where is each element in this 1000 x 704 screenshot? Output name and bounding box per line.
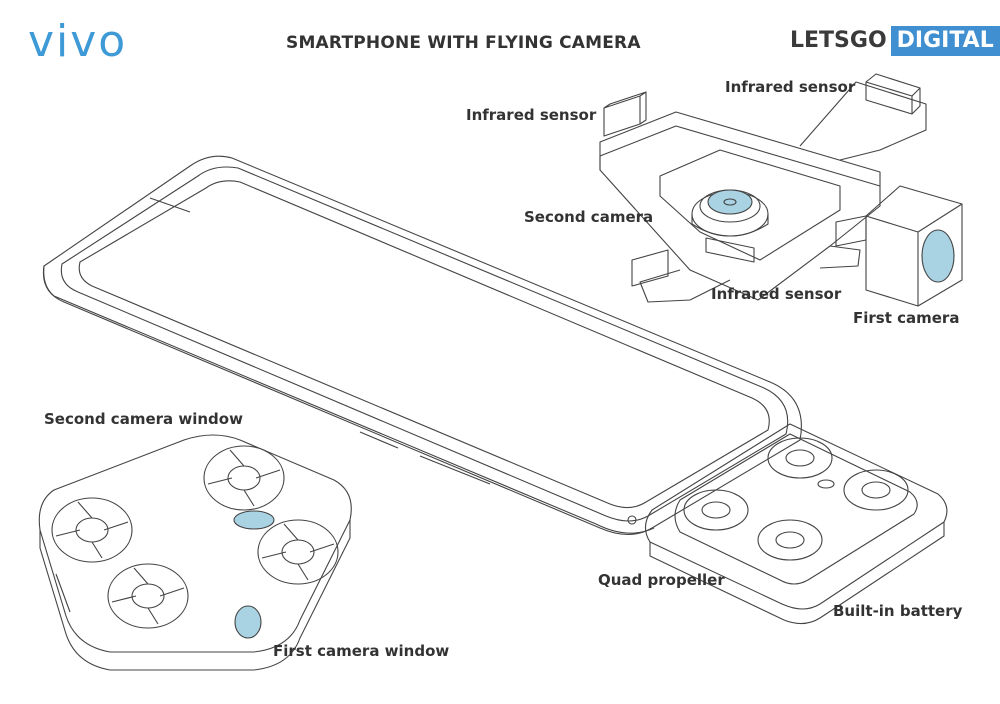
first-camera-window-lens: [234, 605, 262, 639]
module-arm-top: [799, 81, 927, 161]
label-built-in-battery: Built-in battery: [833, 602, 963, 620]
phone-side-edge: [43, 265, 655, 534]
propeller-left: [51, 497, 133, 563]
docked-drone: [644, 423, 948, 625]
label-second-camera: Second camera: [524, 208, 654, 226]
page-title: SMARTPHONE WITH FLYING CAMERA: [286, 33, 641, 53]
docked-drone-body: [674, 433, 918, 585]
module-arm-bottom: [639, 269, 731, 303]
flying-drone: [38, 434, 352, 671]
phone-button-1: [359, 431, 399, 449]
module-arm-right: [819, 245, 861, 269]
label-quad-propeller: Quad propeller: [598, 571, 725, 589]
label-infrared-sensor-left: Infrared sensor: [466, 106, 597, 124]
letsgodigital-logo: LETSGO DIGITAL: [790, 26, 1000, 56]
infrared-sensor-top-part: [865, 73, 921, 115]
vivo-logo: vivo: [28, 16, 128, 67]
first-camera-box: [865, 185, 963, 307]
phone-port: [627, 515, 637, 525]
module-plate: [659, 149, 841, 261]
phone-screen: [78, 180, 770, 509]
propeller-top: [203, 445, 285, 511]
drone-side-face: [39, 520, 351, 671]
camera-module: [599, 73, 963, 307]
infrared-sensor-bottom-part: [631, 249, 669, 287]
infrared-sensor-left-part: [603, 91, 647, 137]
label-infrared-sensor-top: Infrared sensor: [725, 78, 856, 96]
phone-inner-frame: [60, 166, 789, 522]
second-camera-lens: [707, 189, 753, 215]
dock-tray: [644, 423, 948, 610]
logo-part-digital: DIGITAL: [890, 26, 1000, 56]
smartphone-illustration: [42, 155, 802, 536]
propeller-right: [257, 519, 339, 585]
phone-outer-edge: [42, 155, 802, 536]
label-first-camera: First camera: [853, 309, 960, 327]
label-infrared-sensor-bottom: Infrared sensor: [711, 285, 842, 303]
label-first-camera-window: First camera window: [273, 642, 450, 660]
propeller-bottom: [107, 563, 189, 629]
phone-top-slot: [149, 197, 191, 213]
phone-button-2: [419, 455, 491, 485]
first-camera-lens: [921, 229, 955, 283]
label-second-camera-window: Second camera window: [44, 410, 243, 428]
logo-part-letsgo: LETSGO: [790, 28, 887, 53]
drone-top-face: [38, 434, 352, 653]
second-camera-window-lens: [233, 510, 275, 530]
